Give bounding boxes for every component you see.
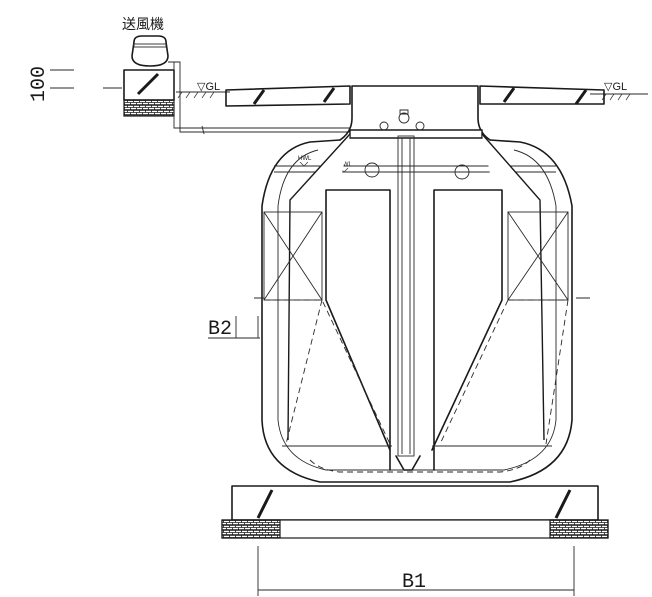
top-slab bbox=[225, 85, 605, 107]
sludge-line bbox=[309, 459, 531, 473]
gravel-left bbox=[221, 519, 281, 539]
tank-shell-outer bbox=[261, 139, 573, 483]
manhole-riser bbox=[339, 85, 491, 141]
base-slab bbox=[221, 485, 609, 539]
dimension-b2: B2 bbox=[208, 297, 590, 341]
dim-100-label: 100 bbox=[28, 66, 51, 102]
central-column bbox=[397, 135, 415, 457]
right-air-lift-pipe bbox=[481, 133, 545, 441]
gl-label-right: ▽GL bbox=[604, 81, 627, 93]
dim-b2-label: B2 bbox=[208, 318, 232, 341]
gl-label-left: ▽GL bbox=[197, 81, 220, 93]
left-air-lift-pipe bbox=[287, 133, 351, 441]
top-slab-right bbox=[479, 85, 605, 105]
hwl-label: HWL bbox=[298, 156, 312, 162]
filter-media-left bbox=[263, 211, 391, 445]
blower-base-hatch bbox=[136, 72, 160, 96]
dim-b1-label: B1 bbox=[402, 571, 426, 594]
dimension-100: 100 bbox=[28, 66, 122, 102]
ground-level-left: ▽GL bbox=[176, 81, 230, 99]
dimension-b1: B1 bbox=[257, 546, 575, 596]
left-partition bbox=[325, 189, 391, 471]
right-partition bbox=[431, 189, 503, 471]
filter-media-right bbox=[439, 211, 569, 445]
lwl-label: LWL bbox=[340, 162, 353, 168]
blower-foundation bbox=[123, 99, 175, 117]
base-slab-body bbox=[231, 485, 599, 521]
blower-motor bbox=[131, 35, 169, 67]
float-right bbox=[454, 164, 470, 180]
tank-shell-inner bbox=[277, 149, 557, 471]
center-valve bbox=[398, 112, 410, 124]
blower-unit: 送風機 bbox=[122, 16, 350, 135]
blower-label: 送風機 bbox=[122, 16, 164, 32]
float-left bbox=[364, 162, 380, 178]
blower-band bbox=[133, 43, 167, 48]
gravel-right bbox=[549, 519, 609, 539]
top-slab-left bbox=[225, 85, 351, 107]
header-pipe bbox=[349, 129, 483, 139]
column-base bbox=[395, 455, 421, 471]
